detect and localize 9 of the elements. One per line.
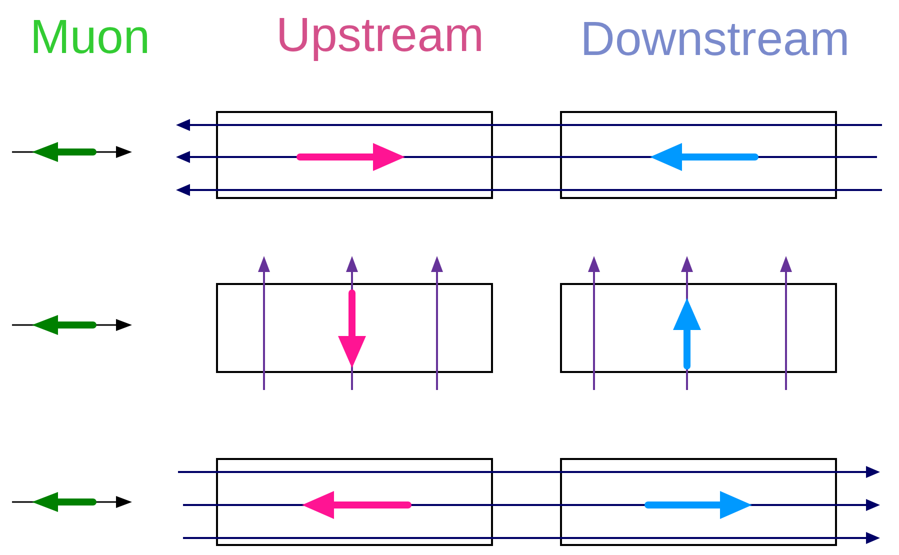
block-outline xyxy=(560,283,837,373)
column-heading: Muon xyxy=(30,10,150,66)
block-outline xyxy=(560,111,837,199)
column-heading: Downstream xyxy=(580,12,850,68)
block-outline xyxy=(560,458,837,546)
block-outline xyxy=(216,458,493,546)
block-outline xyxy=(216,111,493,199)
block-outline xyxy=(216,283,493,373)
column-heading: Upstream xyxy=(276,8,484,64)
